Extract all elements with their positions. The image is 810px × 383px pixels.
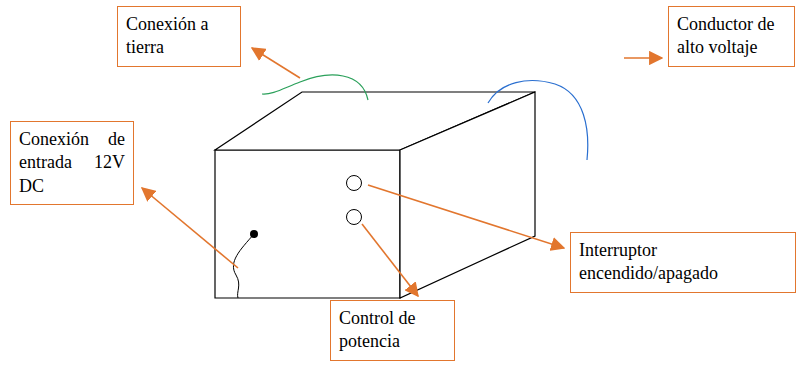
callout-label: Control de potencia [339, 307, 446, 354]
callout-box: Conductor de alto voltaje [668, 6, 795, 67]
callout-label: Conductor de alto voltaje [677, 13, 786, 60]
ground-wire [262, 75, 368, 100]
callout-label: Interruptor encendido/apagado [579, 239, 787, 286]
leader-line [624, 57, 662, 59]
leader-line [368, 185, 564, 248]
callout-box: Conexión de entrada 12V DC [10, 121, 134, 205]
power-knob [347, 210, 362, 225]
callout-box: Interruptor encendido/apagado [570, 232, 796, 293]
side-face [400, 92, 535, 298]
callout-box: Control de potencia [330, 300, 455, 361]
leader-line [252, 48, 300, 78]
callout-box: Conexión a tierra [117, 6, 241, 67]
front-face [215, 150, 400, 298]
callout-label: Conexión de entrada 12V DC [19, 128, 125, 198]
callout-label: Conexión a tierra [126, 13, 232, 60]
leader-line [362, 224, 418, 296]
leader-line [142, 188, 238, 268]
device-box [215, 92, 535, 298]
power-switch [347, 176, 362, 191]
high-voltage-wire [488, 81, 588, 160]
